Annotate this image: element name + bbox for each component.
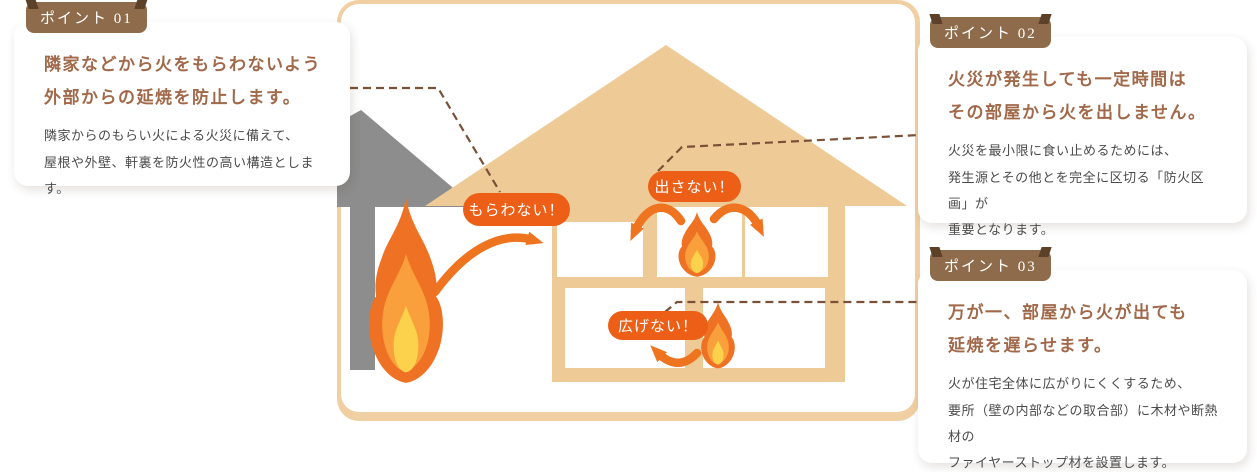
body-line: 発生源とその他とを完全に区切る「防火区画」が <box>948 169 1205 211</box>
title-line: 火災が発生しても一定時間は <box>948 70 1188 89</box>
point-03-title: 万が一、部屋から火が出ても 延焼を遅らせます。 <box>948 296 1223 362</box>
title-line: 隣家などから火をもらわないよう <box>44 55 322 74</box>
point-03-badge: ポイント 03 <box>930 250 1051 281</box>
body-line: 屋根や外壁、軒裏を防火性の高い構造とします。 <box>44 154 315 196</box>
flame-icon-large <box>369 198 443 383</box>
spread-arrow-icons <box>430 203 764 367</box>
title-line: 外部からの延焼を防止します。 <box>44 88 302 108</box>
room-upper-left <box>557 222 643 277</box>
point-02-title: 火災が発生しても一定時間は その部屋から火を出しません。 <box>948 63 1223 129</box>
arrow-upstairs-right <box>709 203 764 237</box>
point-03-badge-label: ポイント 03 <box>944 259 1037 275</box>
dashed-connector-lines <box>350 86 920 313</box>
point-02-card: ポイント 02 火災が発生しても一定時間は その部屋から火を出しません。 火災を… <box>918 17 1247 237</box>
illustration-panel: もらわない！ 出さない！ 広げない！ <box>337 0 920 421</box>
point-03-card: ポイント 03 万が一、部屋から火が出ても 延焼を遅らせます。 火が住宅全体に広… <box>918 250 1247 470</box>
body-line: 重要となります。 <box>948 222 1055 238</box>
arrow-from-neighbor-fire <box>430 231 544 297</box>
point-01-title: 隣家などから火をもらわないよう 外部からの延焼を防止します。 <box>44 48 326 114</box>
dashed-connector-point03 <box>664 300 920 313</box>
body-line: ファイヤーストップ材を設置します。 <box>948 455 1176 471</box>
point-03-description: 火が住宅全体に広がりにくくするため、 要所（壁の内部などの取合部）に木材や断熱材… <box>948 371 1223 472</box>
title-line: 延焼を遅らせます。 <box>948 336 1113 356</box>
point-01-badge-label: ポイント 01 <box>40 11 133 27</box>
title-line: その部屋から火を出しません。 <box>948 103 1207 123</box>
neighbor-house-roof <box>337 110 465 370</box>
body-line: 隣家からのもらい火による火災に備えて、 <box>44 128 299 144</box>
dashed-connector-point01 <box>350 86 501 193</box>
point-02-badge: ポイント 02 <box>930 17 1051 48</box>
body-line: 火災を最小限に食い止めるためには、 <box>948 143 1178 159</box>
body-line: 火が住宅全体に広がりにくくするため、 <box>948 376 1191 392</box>
label-hirogenai: 広げない！ <box>608 311 708 340</box>
point-01-description: 隣家からのもらい火による火災に備えて、 屋根や外壁、軒裏を防火性の高い構造としま… <box>44 123 326 202</box>
label-morawanai: もらわない！ <box>463 193 570 226</box>
point-02-description: 火災を最小限に食い止めるためには、 発生源とその他とを完全に区切る「防火区画」が… <box>948 138 1223 243</box>
point-02-badge-label: ポイント 02 <box>944 26 1037 42</box>
dashed-connector-point02 <box>657 133 920 172</box>
title-line: 万が一、部屋から火が出ても <box>948 303 1188 322</box>
arrow-downstairs-left <box>650 345 702 367</box>
house-cross-section-illustration <box>337 45 920 383</box>
point-01-card: ポイント 01 隣家などから火をもらわないよう 外部からの延焼を防止します。 隣… <box>14 2 350 196</box>
point-01-badge: ポイント 01 <box>26 2 147 33</box>
label-dasanai: 出さない！ <box>648 171 741 202</box>
body-line: 要所（壁の内部などの取合部）に木材や断熱材の <box>948 402 1219 444</box>
arrow-upstairs-left <box>630 203 686 241</box>
house-roof <box>425 45 907 206</box>
